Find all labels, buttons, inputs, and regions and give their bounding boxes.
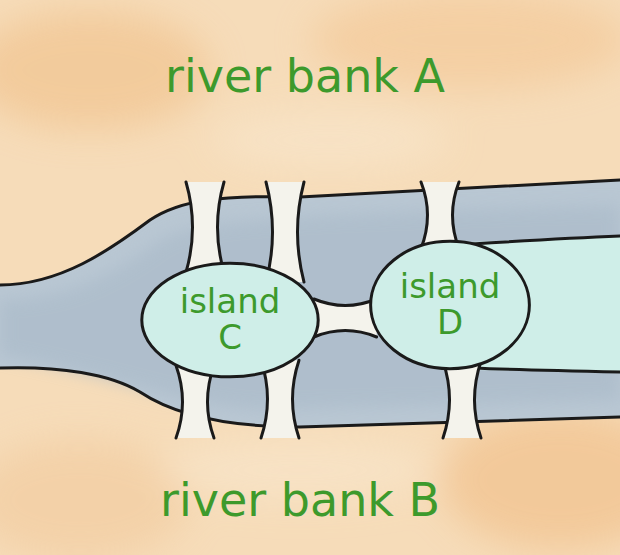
river-bank: river bank B xyxy=(0,430,620,555)
bridge-deck xyxy=(443,361,481,438)
bridge-deck xyxy=(266,182,304,282)
bank-label: river bank A xyxy=(165,52,445,100)
bridge-rail xyxy=(443,361,450,438)
bridge xyxy=(314,299,377,337)
bridge-rail xyxy=(453,182,460,248)
bridge-deck xyxy=(314,299,377,337)
bridge xyxy=(443,361,481,438)
bridge-rail xyxy=(176,365,183,438)
river-bank: river bank A xyxy=(0,0,620,190)
bridge-deck xyxy=(421,182,459,248)
bridge-rail xyxy=(475,361,482,438)
bridge-rail xyxy=(314,331,377,338)
bridge-rail xyxy=(218,182,225,272)
island: island D xyxy=(369,240,531,370)
bridge-rail xyxy=(314,299,377,306)
bridge-rail xyxy=(293,360,300,438)
island-label: island C xyxy=(170,284,290,355)
bridge xyxy=(421,182,459,248)
bridge-rail xyxy=(298,182,305,282)
bridge xyxy=(266,182,304,282)
island-label: island D xyxy=(390,269,510,340)
bridge-rail xyxy=(186,182,193,272)
bridge-rail xyxy=(421,182,428,248)
island: island C xyxy=(140,262,320,378)
bridge-deck xyxy=(186,182,224,272)
bank-label: river bank B xyxy=(160,476,440,524)
bridge xyxy=(186,182,224,272)
